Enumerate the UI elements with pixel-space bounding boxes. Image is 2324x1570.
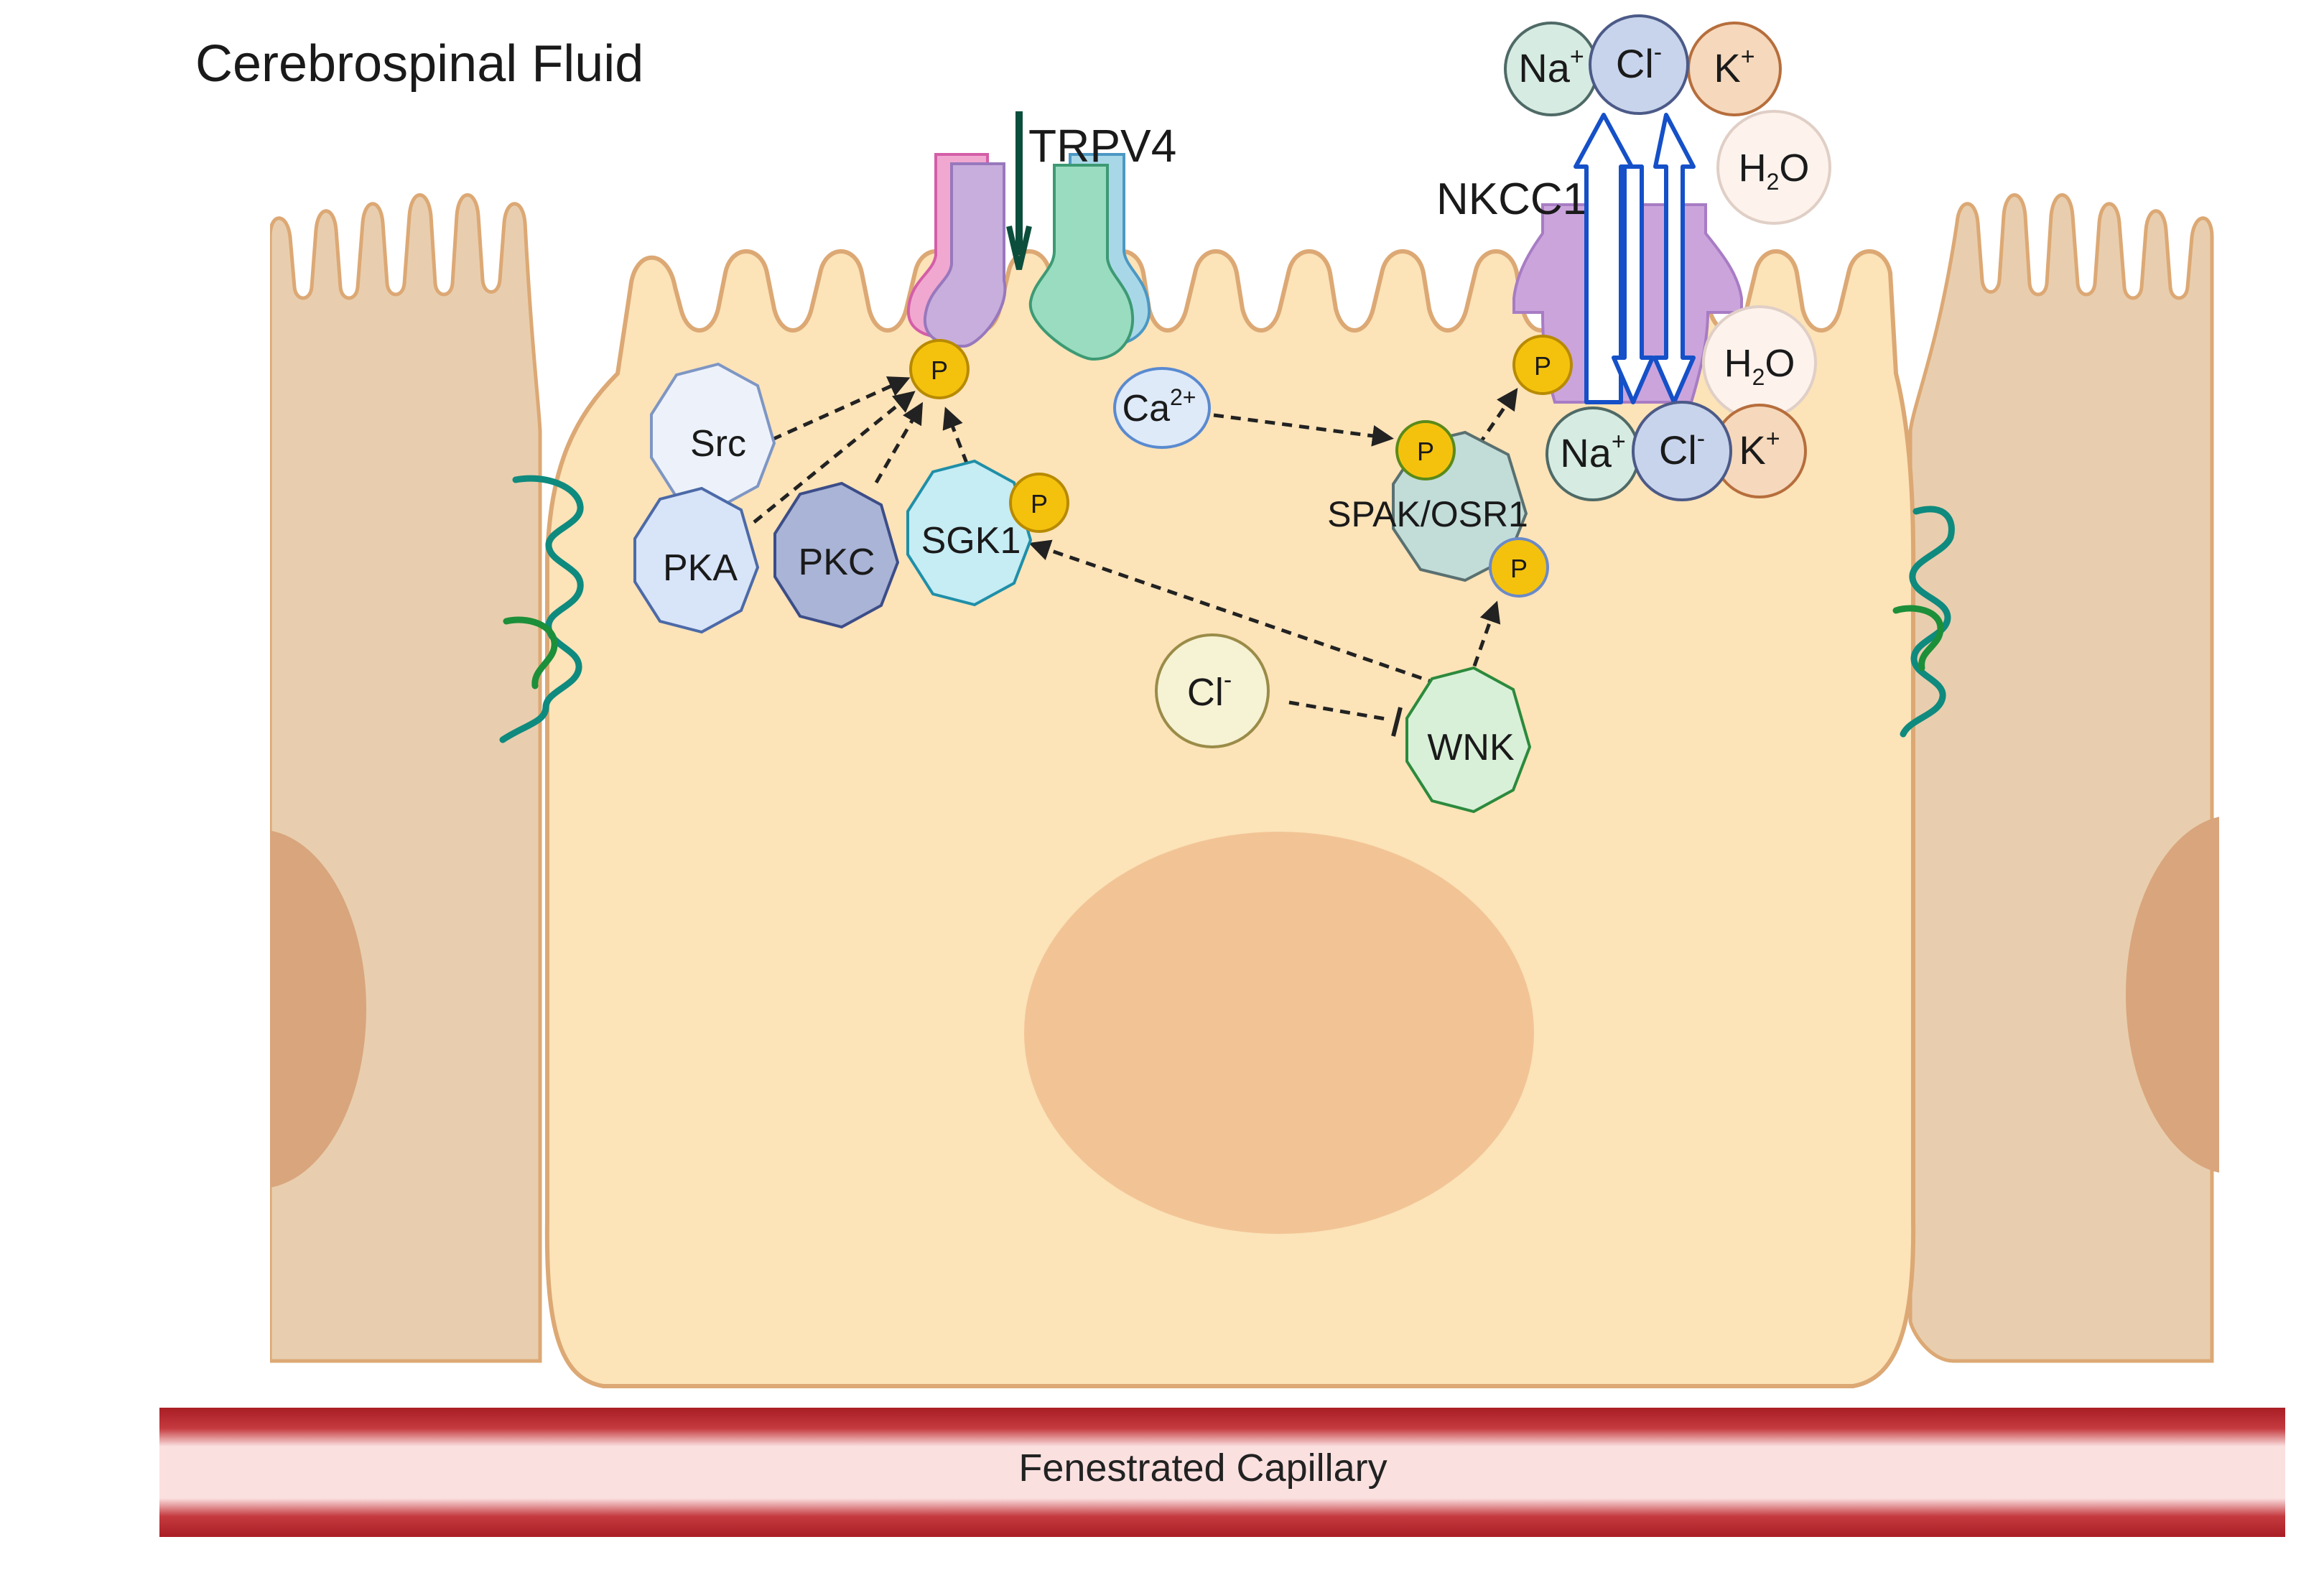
svg-text:P: P xyxy=(1417,437,1434,466)
arrow-wnk-to-spak xyxy=(1467,600,1501,683)
svg-text:H2O: H2O xyxy=(1724,342,1795,390)
nkcc1-cotransport-arrows xyxy=(1574,113,1696,404)
trpv4-channel: TRPV4 xyxy=(906,111,1176,361)
calcium-charge: 2+ xyxy=(1170,384,1196,410)
tight-junction-right xyxy=(1892,506,1955,738)
kinase-sgk1-label: SGK1 xyxy=(921,520,1021,562)
trpv4-label: TRPV4 xyxy=(1028,120,1176,172)
phospho-sgk1: P xyxy=(1009,473,1069,533)
signaling-arrows xyxy=(753,376,1518,737)
water-upper-o: O xyxy=(1779,147,1809,190)
water-upper-h: H xyxy=(1739,147,1767,190)
kinase-pka-label: PKA xyxy=(663,547,738,589)
svg-text:P: P xyxy=(1031,489,1048,519)
arrow-spak-to-nkcc1 xyxy=(1467,388,1518,461)
ion-na-lower: Na xyxy=(1560,430,1612,475)
ion-cl-upper: Cl xyxy=(1616,41,1654,86)
ion-na-lower-charge: + xyxy=(1612,428,1626,455)
ion-k-upper-charge: + xyxy=(1741,43,1755,70)
svg-text:P: P xyxy=(1510,554,1528,583)
phospho-spak-top: P xyxy=(1395,420,1456,480)
phosphorylation-sites: P P P P P xyxy=(909,335,1573,598)
fenestrated-capillary: Fenestrated Capillary xyxy=(159,1408,2285,1537)
phospho-spak-bottom: P xyxy=(1489,537,1549,598)
kinase-spak-label: SPAK/OSR1 xyxy=(1327,494,1528,534)
left-neighbor-nucleus xyxy=(270,830,366,1188)
svg-text:H2O: H2O xyxy=(1739,147,1810,195)
left-neighbor-cell xyxy=(270,193,542,1363)
tight-junction-left xyxy=(499,475,584,743)
svg-text:Ca2+: Ca2+ xyxy=(1123,384,1196,429)
ion-na-upper: Na xyxy=(1518,45,1570,90)
arrow-pkc-to-trpv4 xyxy=(874,401,924,484)
kinase-pkc-label: PKC xyxy=(799,542,875,583)
arrow-sgk1-to-trpv4 xyxy=(942,407,975,480)
water-upper-sub: 2 xyxy=(1767,169,1780,195)
ion-cl-lower: Cl xyxy=(1659,427,1697,473)
svg-text:P: P xyxy=(931,356,948,385)
ion-k-lower: K xyxy=(1739,427,1765,473)
cytoplasm-ion-cluster: H2O K+ Na+ Cl- xyxy=(1546,305,1817,501)
phospho-trpv4: P xyxy=(909,339,970,399)
kinase-sgk1: SGK1 xyxy=(906,459,1033,607)
water-lower-o: O xyxy=(1765,342,1795,385)
arrow-src-to-trpv4 xyxy=(771,376,911,442)
kinase-src-label: Src xyxy=(690,423,746,465)
svg-text:P: P xyxy=(1534,351,1551,381)
arrow-ca-to-spak xyxy=(1213,413,1394,447)
ion-na-upper-charge: + xyxy=(1570,43,1584,70)
svg-text:Na+: Na+ xyxy=(1518,43,1584,90)
svg-text:Cl-: Cl- xyxy=(1187,666,1232,714)
kinase-src: Src xyxy=(650,362,776,510)
kinase-pkc: PKC xyxy=(773,481,900,629)
right-neighbor-cell xyxy=(1908,193,2219,1363)
nkcc1-label: NKCC1 xyxy=(1436,175,1587,224)
chloride-ion-cytoplasm: Cl- xyxy=(1155,633,1270,748)
ion-cl-upper-charge: - xyxy=(1654,39,1662,66)
svg-text:Cl-: Cl- xyxy=(1616,39,1662,86)
inhibition-bar xyxy=(1391,707,1403,737)
ion-cl-lower-charge: - xyxy=(1697,425,1705,452)
arrow-wnk-to-sgk1 xyxy=(1028,539,1438,686)
right-neighbor-nucleus xyxy=(2126,817,2219,1173)
ion-k-lower-charge: + xyxy=(1766,425,1780,452)
water-lower-h: H xyxy=(1724,342,1752,385)
chloride-charge: - xyxy=(1224,666,1232,694)
water-lower-sub: 2 xyxy=(1752,364,1765,390)
capillary-label: Fenestrated Capillary xyxy=(1018,1446,1387,1490)
chloride-symbol: Cl xyxy=(1187,671,1224,714)
csf-ion-cluster: K+ Na+ Cl- H2O xyxy=(1504,14,1831,225)
svg-text:Cl-: Cl- xyxy=(1659,425,1705,473)
csf-label: Cerebrospinal Fluid xyxy=(195,35,643,93)
kinase-pka: PKA xyxy=(633,486,760,634)
phospho-nkcc1: P xyxy=(1512,335,1573,395)
calcium-ion: Ca2+ xyxy=(1113,367,1211,449)
svg-text:K+: K+ xyxy=(1739,425,1780,473)
calcium-symbol: Ca xyxy=(1123,388,1171,429)
ion-k-upper: K xyxy=(1714,45,1740,90)
kinase-wnk: WNK xyxy=(1405,666,1532,814)
kinase-wnk-label: WNK xyxy=(1427,727,1515,768)
svg-text:Na+: Na+ xyxy=(1560,428,1625,475)
svg-text:K+: K+ xyxy=(1714,43,1754,90)
main-cell-nucleus xyxy=(1024,832,1534,1234)
